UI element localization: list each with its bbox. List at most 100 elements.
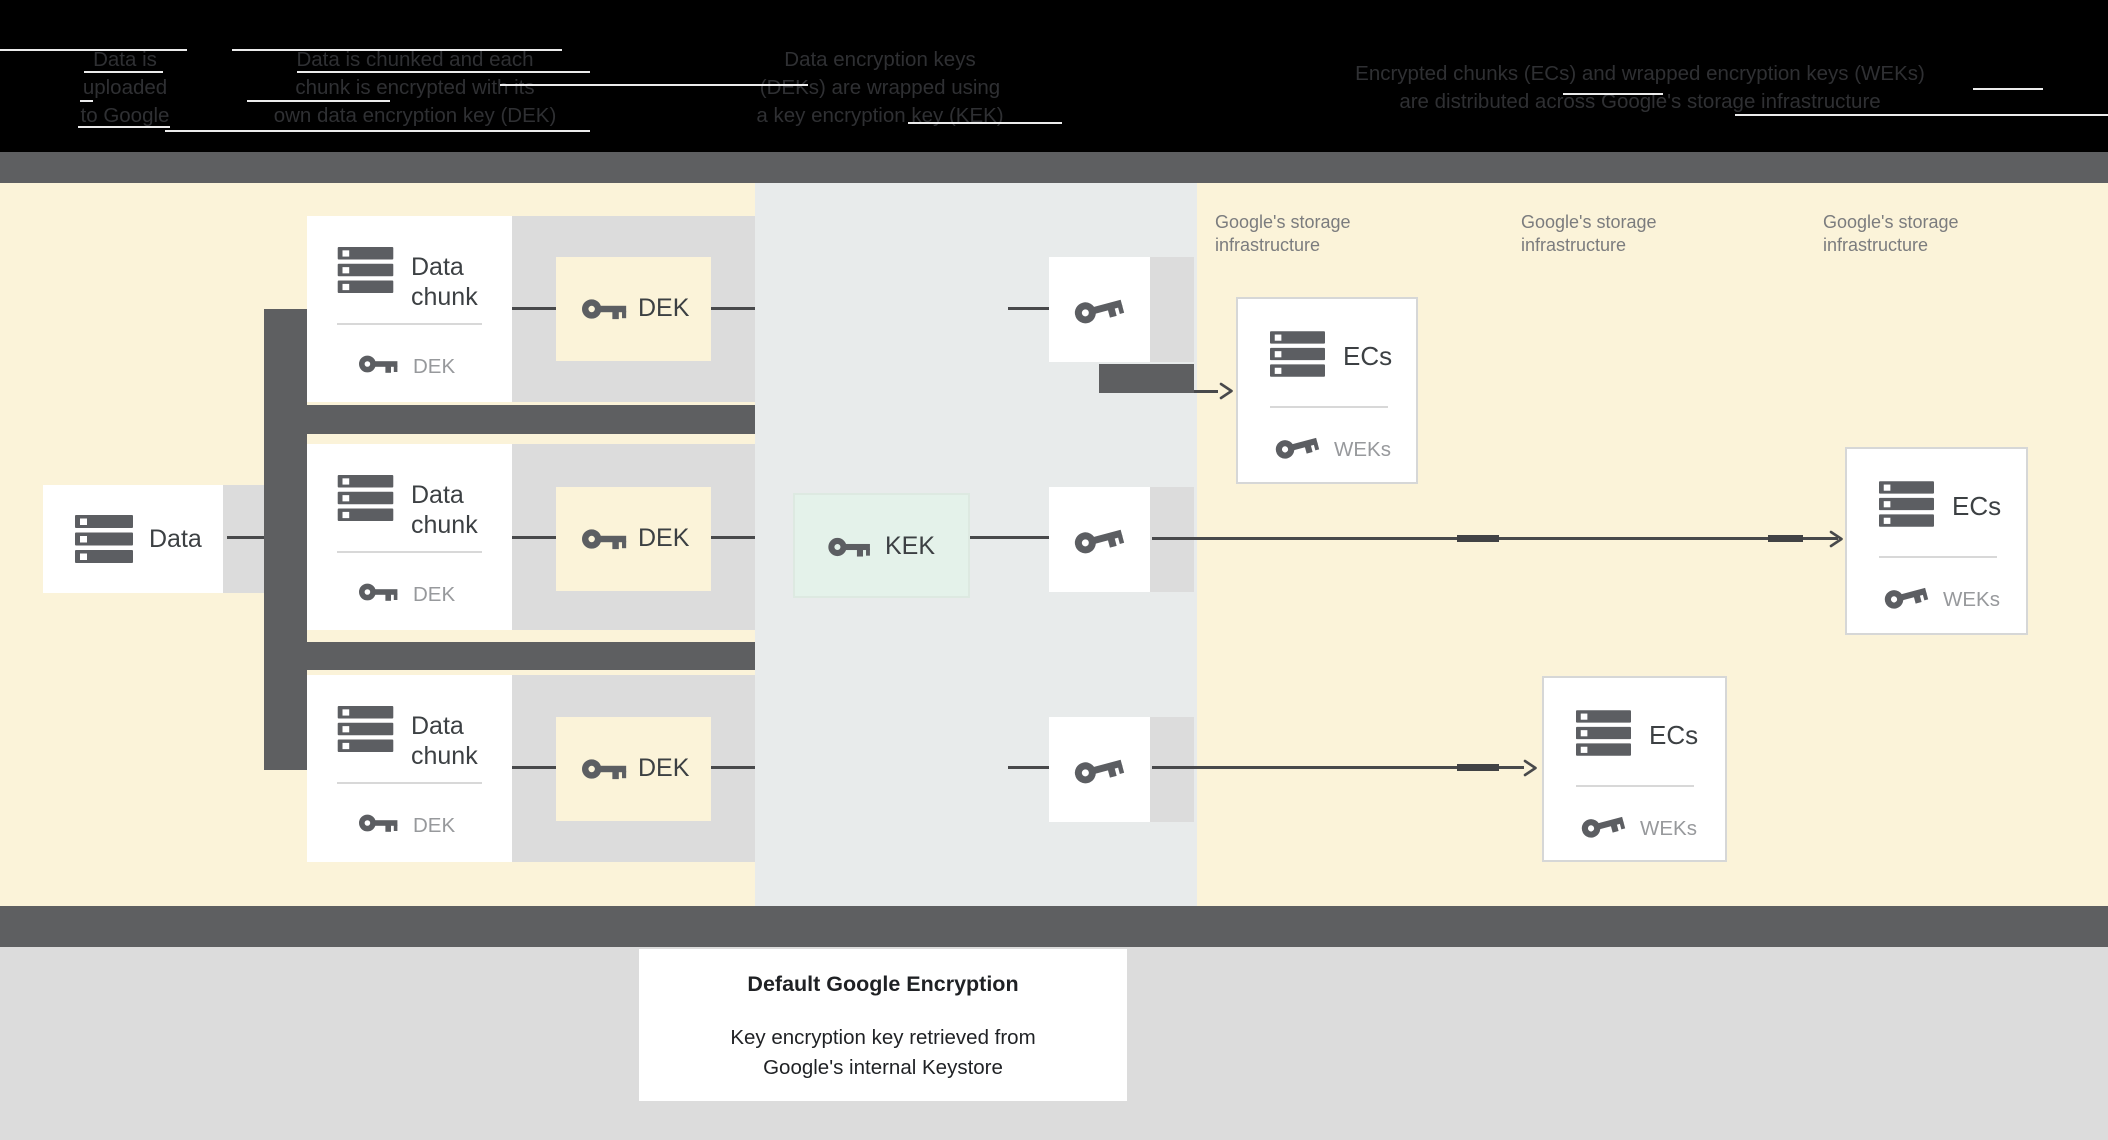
server-icon	[337, 475, 394, 521]
chunk-key-label: DEK	[413, 583, 456, 606]
wrapped-key-icon	[1272, 426, 1324, 471]
ecs-box-title: ECs	[1649, 720, 1699, 750]
caption-title: Default Google Encryption	[747, 972, 1019, 996]
ecs-divider	[1576, 785, 1694, 787]
ecs-key-label: WEKs	[1943, 588, 2000, 611]
dek-box-label: DEK	[638, 524, 690, 552]
storage-label-line1: Google's storage	[1215, 212, 1351, 232]
header-band	[0, 0, 2108, 152]
data-connector-strip	[223, 485, 264, 593]
chunk-divider	[337, 782, 482, 784]
header-hairline	[908, 122, 1062, 124]
header-step-2-line1: Data is chunked and each	[296, 48, 534, 71]
data-chunk-title: Data chunk	[411, 253, 478, 311]
connector-data-to-trunk	[227, 536, 264, 539]
fanout-trunk	[264, 309, 307, 770]
dek-box-label: DEK	[638, 294, 690, 322]
header-step-3: Data encryption keys (DEKs) are wrapped …	[720, 46, 1040, 130]
chunk-key-label: DEK	[413, 355, 456, 378]
ecs-box-title: ECs	[1343, 341, 1393, 371]
connector-dek1-out	[711, 307, 755, 310]
connector-chunk1-dek1	[512, 307, 556, 310]
key-icon	[582, 759, 627, 780]
connector-kek-wrap2	[970, 536, 1049, 539]
arrow-line-row2-thick-seg	[1457, 535, 1499, 542]
storage-label-line2: infrastructure	[1521, 235, 1627, 255]
arrow-line-row3-thick-seg	[1457, 764, 1499, 771]
header-step-3-line3: a key encryption key (KEK)	[756, 104, 1004, 127]
storage-label-1: Google's storage infrastructure	[1215, 211, 1435, 257]
chunk-key-label: DEK	[413, 814, 456, 837]
wrapped-key-icon	[1071, 287, 1129, 336]
wrap1-dark-connector	[1099, 364, 1194, 393]
header-hairline	[1973, 88, 2043, 90]
header-step-2-line2: chunk is encrypted with its	[295, 76, 535, 99]
key-icon	[359, 583, 398, 601]
header-step-4-line2: are distributed across Google's storage …	[1399, 90, 1881, 113]
key-icon	[582, 529, 627, 550]
wrapped-key-strip-1	[1150, 257, 1194, 362]
header-hairline	[1563, 93, 1663, 95]
header-step-2-line3: own data encryption key (DEK)	[273, 104, 557, 127]
ecs-divider	[1270, 406, 1388, 408]
connector-into-wrap1	[1008, 307, 1049, 310]
data-box-label: Data	[149, 525, 202, 553]
header-hairline	[297, 71, 590, 73]
header-step-1-line1: Data is	[93, 48, 157, 71]
wrapped-key-box-1	[1049, 257, 1150, 362]
dek-box-1: DEK	[556, 257, 711, 361]
dek-box-label: DEK	[638, 754, 690, 782]
dek-box-2: DEK	[556, 487, 711, 591]
arrow-line-row2-thick-seg	[1768, 535, 1803, 542]
ecs-key-label: WEKs	[1640, 817, 1697, 840]
connector-into-wrap3	[1008, 766, 1049, 769]
server-icon	[337, 247, 394, 293]
kek-box-label: KEK	[885, 532, 936, 560]
arrowhead-row3	[1523, 759, 1537, 777]
header-step-1-line3: to Google	[80, 104, 170, 127]
data-chunk-title: Data chunk	[411, 481, 478, 539]
header-step-4-line1: Encrypted chunks (ECs) and wrapped encry…	[1355, 62, 1925, 85]
key-icon	[582, 299, 627, 320]
connector-dek3-out	[711, 766, 755, 769]
fanout-bar-1	[264, 405, 755, 434]
header-hairline	[78, 126, 170, 128]
storage-label-line2: infrastructure	[1215, 235, 1321, 255]
data-chunk-box-1: Data chunk DEK	[307, 216, 512, 402]
header-hairline	[247, 100, 390, 102]
header-step-3-line2: (DEKs) are wrapped using	[759, 76, 1001, 99]
server-icon	[1879, 481, 1934, 527]
header-hairline	[84, 71, 163, 73]
wrapped-key-icon	[1881, 576, 1933, 621]
wrapped-key-icon	[1071, 747, 1129, 796]
header-hairline	[1735, 114, 2108, 116]
ecs-key-label: WEKs	[1334, 438, 1391, 461]
storage-label-line1: Google's storage	[1823, 212, 1959, 232]
server-icon	[1576, 710, 1631, 756]
arrowhead-row2	[1829, 530, 1843, 548]
storage-label-2: Google's storage infrastructure	[1521, 211, 1741, 257]
caption-box: Default Google Encryption Key encryption…	[639, 949, 1127, 1101]
header-step-1: Data is uploaded to Google	[40, 46, 210, 130]
header-hairline	[500, 84, 808, 86]
arrow-line-row3	[1152, 766, 1524, 769]
ecs-box-3: ECs WEKs	[1542, 676, 1727, 862]
fanout-bar-2	[264, 642, 755, 670]
header-hairline	[232, 49, 562, 51]
ecs-box-2: ECs WEKs	[1845, 447, 2028, 635]
data-chunk-box-3: Data chunk DEK	[307, 675, 512, 862]
storage-label-line1: Google's storage	[1521, 212, 1657, 232]
chunk-divider	[337, 551, 482, 553]
kek-box: KEK	[793, 493, 970, 598]
caption-body-line2: Google's internal Keystore	[763, 1056, 1003, 1079]
header-step-3-line1: Data encryption keys	[784, 48, 976, 71]
key-icon	[359, 355, 398, 373]
data-chunk-title: Data chunk	[411, 712, 478, 770]
caption-body-line1: Key encryption key retrieved from	[730, 1026, 1036, 1049]
connector-chunk3-dek3	[512, 766, 556, 769]
server-icon	[1270, 331, 1325, 377]
chunk-divider	[337, 323, 482, 325]
storage-label-3: Google's storage infrastructure	[1823, 211, 2043, 257]
storage-label-line2: infrastructure	[1823, 235, 1929, 255]
